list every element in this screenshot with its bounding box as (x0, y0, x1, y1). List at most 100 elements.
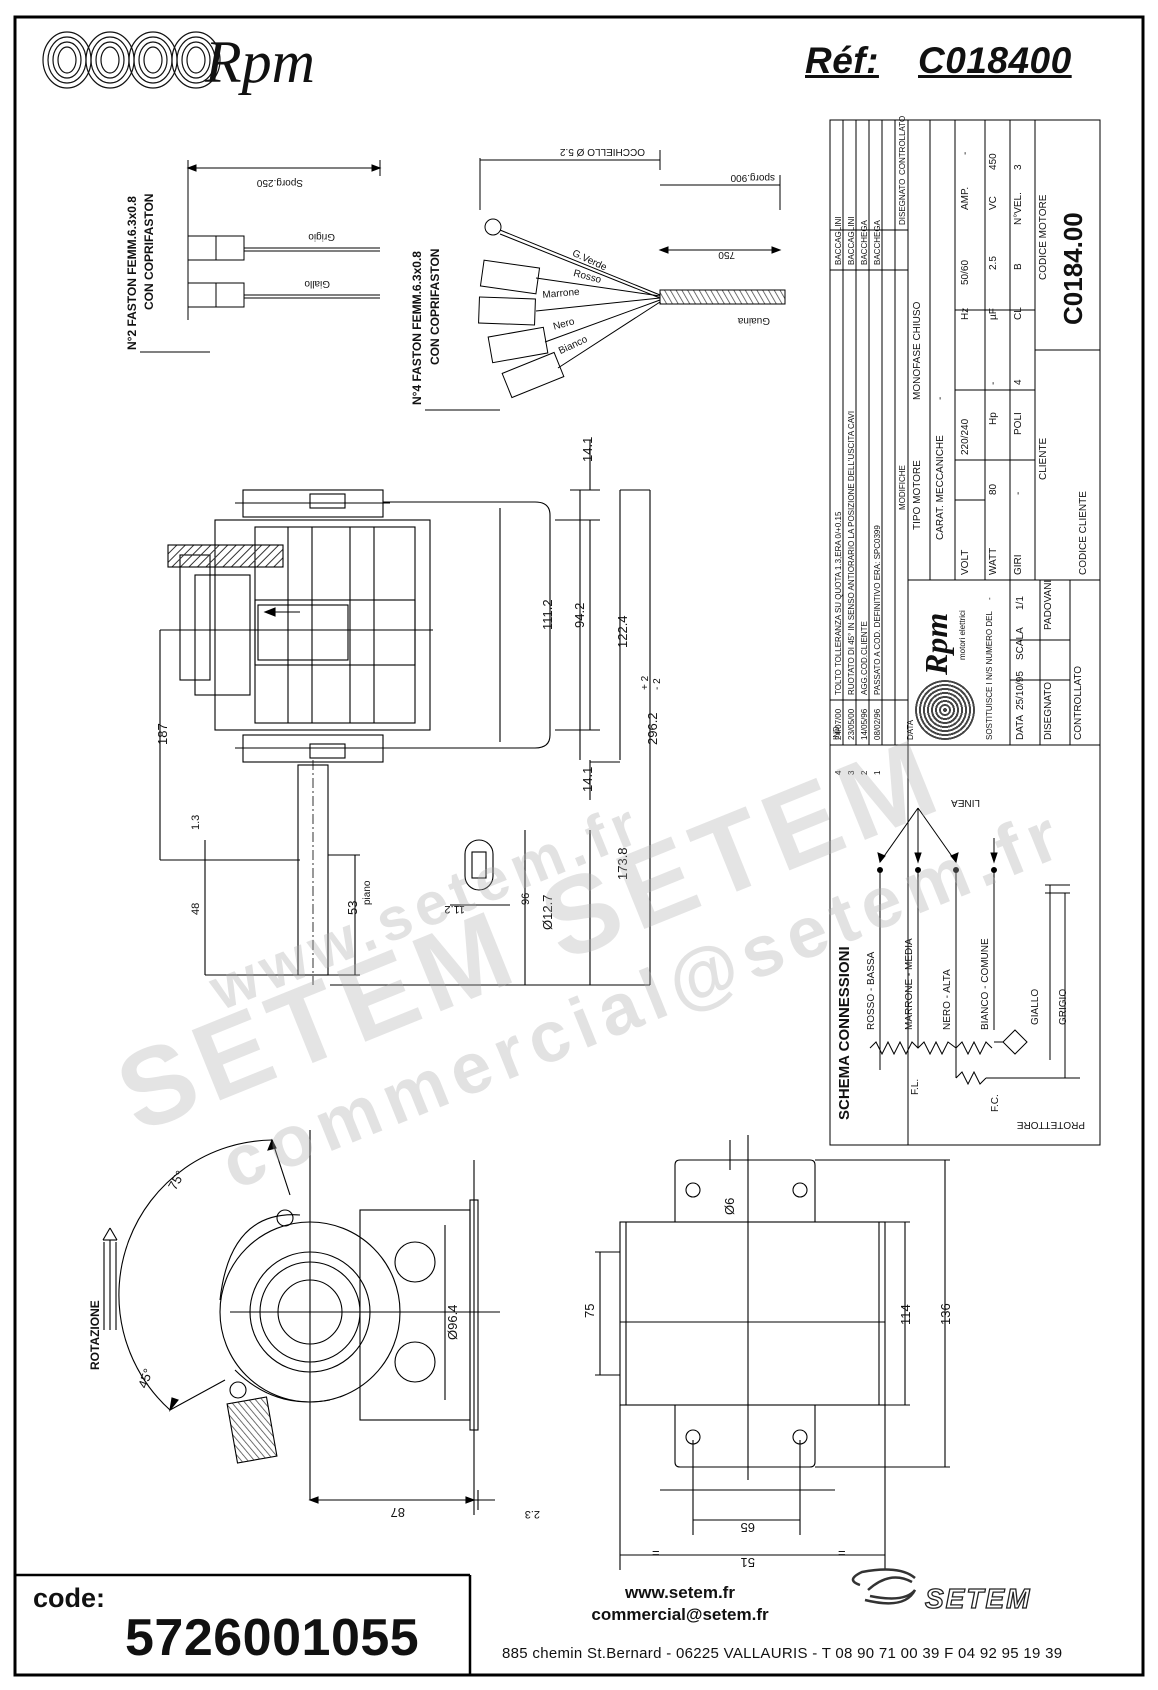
dim-14-1-top: 14.1 (580, 436, 595, 462)
vc-value: 450 (988, 153, 999, 170)
poli-label: POLI (1013, 412, 1024, 435)
eq-mark-right: = (838, 1545, 846, 1560)
vc-label: VC (988, 196, 999, 210)
page-border (13, 15, 1145, 1677)
dim-1-3: 1.3 (190, 814, 202, 830)
volt-label: VOLT (960, 549, 971, 575)
rotazione-label: ROTAZIONE (88, 1300, 102, 1370)
rev-dis-header: DISEGNATO (898, 178, 907, 225)
rev4-dis: BACCAGLINI (834, 216, 843, 265)
rosso-bassa-label: ROSSO - BASSA (866, 951, 877, 1030)
dim-75: 75 (582, 1303, 597, 1318)
sostituisce-label: SOSTITUISCE I N/S NUMERO DEL (985, 611, 994, 740)
watt-value: 80 (988, 483, 999, 495)
tol-plus: + 2 (640, 675, 651, 690)
hp-label: Hp (988, 412, 999, 425)
dim-187: 187 (155, 723, 170, 745)
dim-94-2: 94.2 (572, 602, 587, 628)
controllato-label: CONTROLLATO (1073, 665, 1084, 740)
guaina-label: Guaina (737, 315, 770, 326)
dim-2-3: 2.3 (524, 1508, 540, 1520)
sostituisce-value: - (985, 597, 994, 600)
faston2-line2: CON COPRIFASTON (142, 193, 156, 310)
scala-value: 1/1 (1015, 596, 1026, 610)
schema-title: SCHEMA CONNESSIONI (836, 946, 853, 1120)
hz-value: 50/60 (960, 259, 971, 285)
title-block-logo-icon (915, 680, 975, 740)
footer-email[interactable]: commercial@setem.fr (591, 1605, 769, 1624)
faston2-drawing (140, 160, 382, 353)
rev4-mod: TOLTO TOLLERANZA SU QUOTA 1.3,ERA 0/+0.1… (834, 511, 843, 695)
dim-6-hole: Ø6 (722, 1197, 737, 1215)
faston4-line1: N°4 FASTON FEMM.6.3x0.8 (410, 251, 424, 405)
footer-address: 885 chemin St.Bernard - 06225 VALLAURIS … (502, 1645, 1063, 1662)
code-value: 5726001055 (125, 1609, 420, 1667)
dim-111-2: 111.2 (540, 599, 555, 630)
grigio-schema-label: GRIGIO (1058, 988, 1069, 1025)
volt-value: 220/240 (960, 418, 971, 455)
reference-label: Réf: (805, 40, 879, 81)
footer-website[interactable]: www.setem.fr (625, 1583, 735, 1602)
cl-value: B (1013, 263, 1024, 270)
codice-motore-value: C0184.00 (1058, 212, 1088, 325)
setem-logo-swoosh (851, 1568, 917, 1605)
dim-65: 65 (740, 1520, 755, 1535)
dim-136: 136 (938, 1303, 953, 1325)
giallo-schema-label: GIALLO (1030, 988, 1041, 1025)
carat-value: - (935, 396, 946, 400)
codice-cliente-label: CODICE CLIENTE (1078, 491, 1089, 575)
giri-label: GIRI (1013, 554, 1024, 575)
amp-value: - (960, 151, 971, 155)
motor-side-view (159, 440, 651, 986)
footer-frame (15, 1573, 472, 1675)
hp-value: - (988, 381, 999, 385)
rev3-dis: BACCAGLINI (847, 216, 856, 265)
tipo-motore-value: MONOFASE CHIUSO (912, 301, 923, 400)
rev3-mod: RUOTATO DI 45° IN SENSO ANTIORARIO LA PO… (847, 410, 856, 695)
faston2-line1: N°2 FASTON FEMM.6.3x0.8 (125, 196, 139, 350)
tipo-motore-label: TIPO MOTORE (912, 460, 923, 530)
cl-label: CL (1013, 307, 1024, 320)
rev2-mod: AGG.COD.CLIENTE (860, 621, 869, 695)
bianco-comune-label: BIANCO - COMUNE (980, 938, 991, 1030)
dim-48: 48 (190, 902, 202, 915)
nvel-label: N°VEL. (1013, 192, 1024, 225)
uf-value: 2.5 (988, 256, 999, 270)
watt-label: WATT (988, 547, 999, 575)
marrone-media-label: MARRONE - MEDIA (904, 938, 915, 1030)
giallo-wire-label: Giallo (304, 278, 330, 289)
giri-value: - (1013, 491, 1024, 495)
occhiello-label: OCCHIELLO Ø 5.2 (559, 146, 645, 157)
dim-750-label: 750 (718, 249, 735, 260)
dim-96-4: Ø96.4 (445, 1304, 460, 1340)
rev-ctrl-header: CONTROLLATO (898, 115, 907, 175)
grigio-wire-label: Grigio (308, 231, 335, 242)
nero-alta-label: NERO - ALTA (942, 969, 953, 1030)
code-label: code: (33, 1583, 106, 1613)
poli-value: 4 (1013, 379, 1024, 385)
cliente-label: CLIENTE (1038, 437, 1049, 480)
faston4-line2: CON COPRIFASTON (428, 248, 442, 365)
linea-label: LINEA (951, 797, 980, 808)
dim-87: 87 (390, 1505, 405, 1520)
sporg-250-label: Sporg.250 (256, 177, 303, 188)
motor-top-view (595, 1135, 950, 1570)
setem-logo-text: SETEM (924, 1582, 1032, 1614)
nvel-value: 3 (1013, 164, 1024, 170)
rev-mod-header: MODIFICHE (898, 465, 907, 510)
data-value: 25/10/95 (1015, 671, 1026, 710)
eq-mark-left: = (652, 1545, 660, 1560)
sporg-900-label: sporg.900 (730, 172, 775, 183)
dim-14-1-bottom: 14.1 (580, 766, 595, 792)
rpm-logo-coils (42, 31, 221, 89)
title-block-logo-sub: motori elettrici (958, 610, 967, 660)
connection-schematic (869, 807, 1080, 1086)
data-label: DATA (1015, 714, 1026, 740)
title-block-logo-text: Rpm (918, 612, 954, 675)
amp-label: AMP. (960, 186, 971, 210)
scala-label: SCALA (1015, 627, 1026, 660)
disegnato-label: DISEGNATO (1043, 682, 1054, 740)
rev1-mod: PASSATO A COD. DEFINITIVO ERA: SPC0399 (873, 525, 882, 695)
